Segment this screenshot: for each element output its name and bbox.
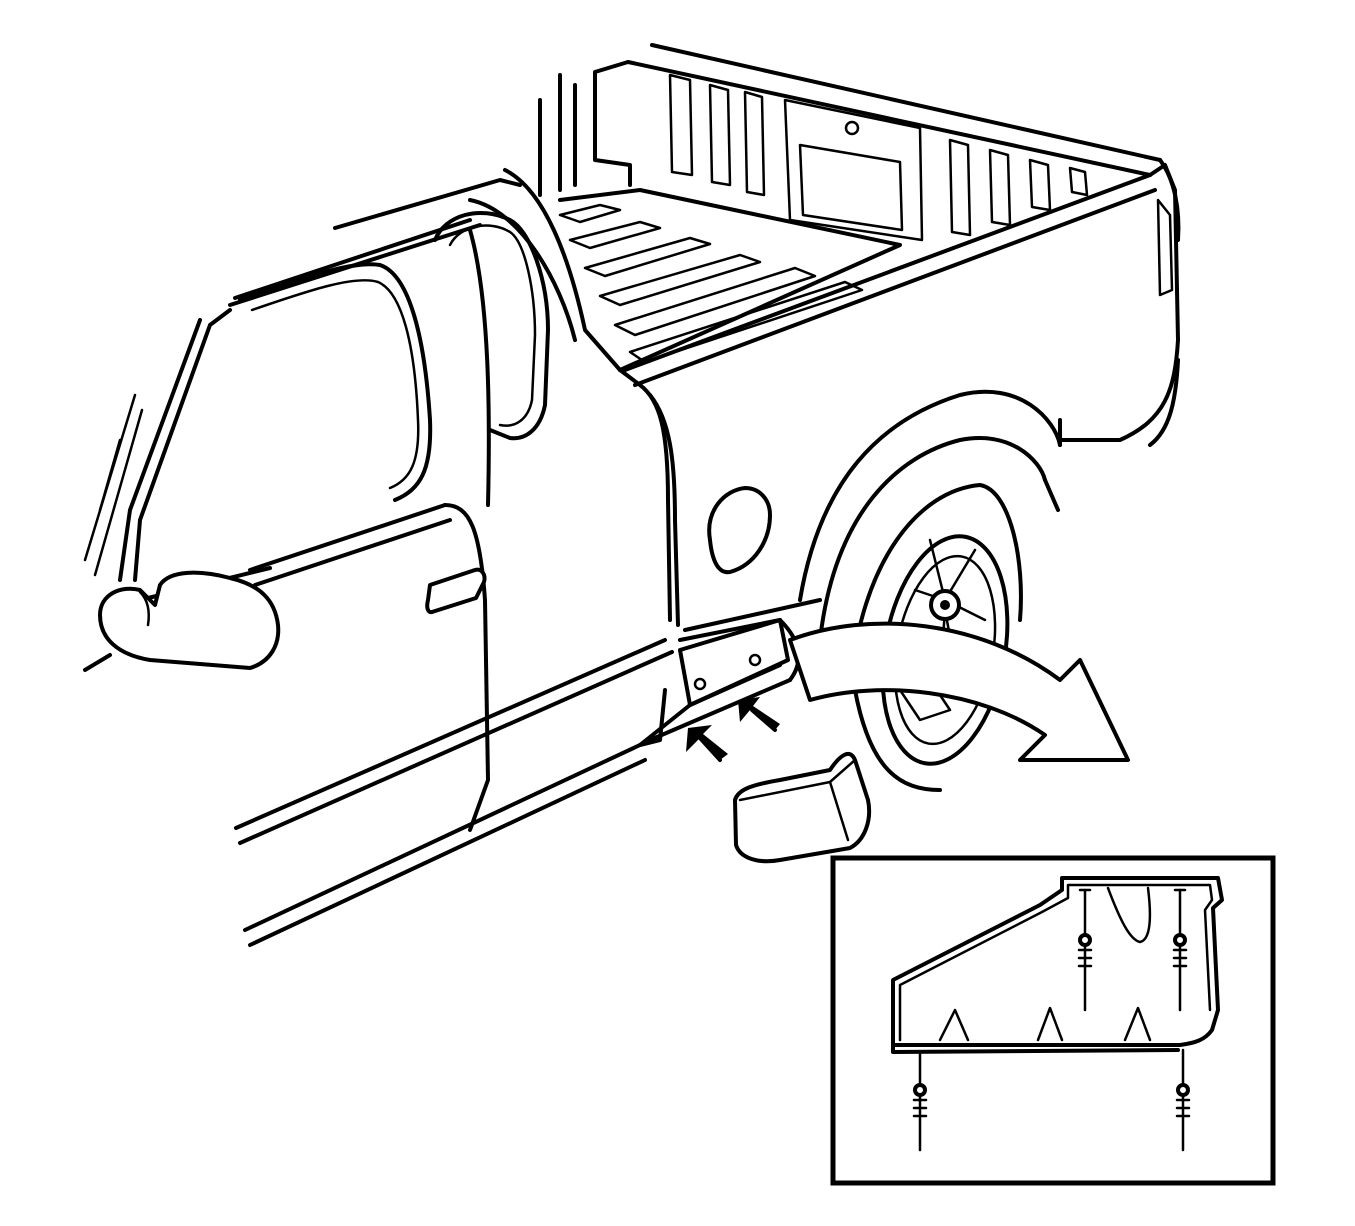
truck-bed xyxy=(538,43,1181,447)
callout-arrow xyxy=(788,621,1130,762)
side-mirror xyxy=(98,570,281,670)
detail-inset xyxy=(830,855,1276,1186)
truck-cab xyxy=(83,168,822,947)
rear-molding-part xyxy=(733,751,871,864)
rear-wheel xyxy=(798,389,1062,792)
install-arrows xyxy=(686,697,780,762)
